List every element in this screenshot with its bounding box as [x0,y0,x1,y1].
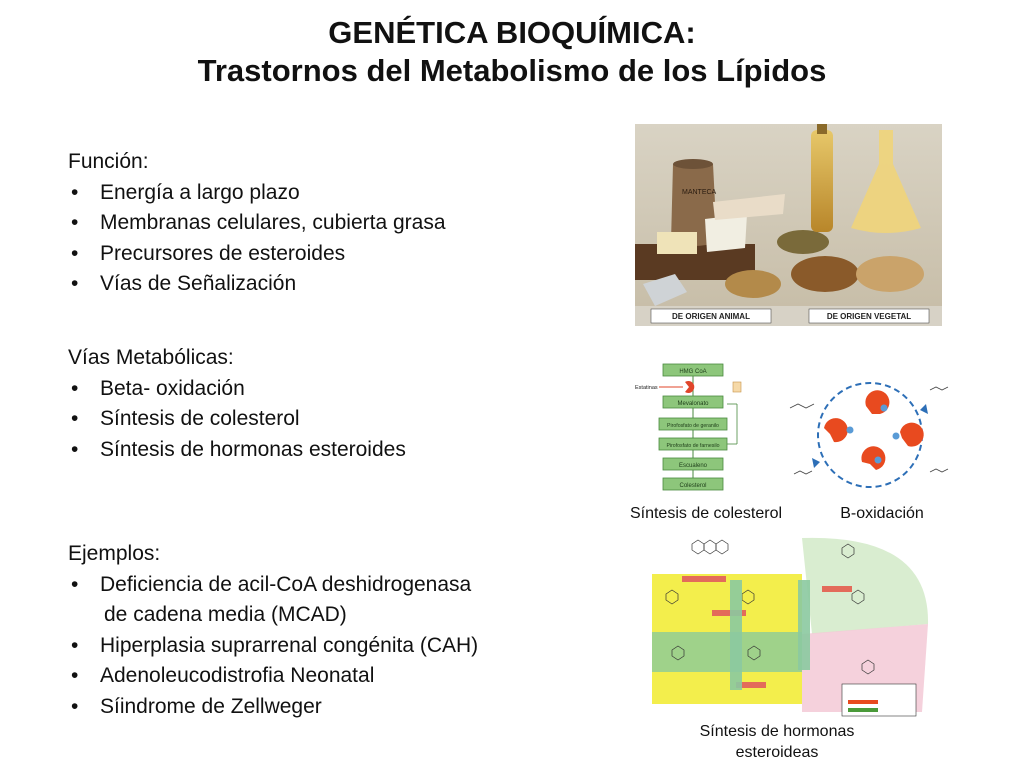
step-escualeno: Escualeno [679,463,708,469]
funcion-heading: Función: [68,150,149,173]
steroid-hormone-diagram [652,534,932,720]
animal-origin-label: DE ORIGEN ANIMAL [672,312,750,321]
slide-title: GENÉTICA BIOQUÍMICA: Trastornos del Meta… [0,14,1024,90]
slide-title-line1: GENÉTICA BIOQUÍMICA: [328,15,696,50]
step-colesterol: Colesterol [679,483,706,489]
list-item: Síntesis de hormonas esteroides [68,435,406,466]
caption-steroid-line1: Síntesis de hormonas [699,723,855,740]
ejemplos-section: Ejemplos: Deficiencia de acil-CoA deshid… [68,539,478,722]
ejemplos-list: Deficiencia de acil-CoA deshidrogenasa d… [68,570,478,723]
step-geranilo: Pirofosfato de geranilo [667,423,719,429]
statins-label: Estatinas [635,385,658,391]
list-item: Hiperplasia suprarrenal congénita (CAH) [68,631,478,662]
list-item-continuation: de cadena media (MCAD) [104,603,347,626]
caption-steroid-line2: esteroideas [735,744,819,761]
vias-section: Vías Metabólicas: Beta- oxidación Síntes… [68,343,406,465]
step-mevalonato: Mevalonato [677,401,709,407]
vias-heading: Vías Metabólicas: [68,346,234,369]
step-hmg-coa: HMG CoA [679,369,706,375]
jar-label: MANTECA [682,189,717,196]
slide-title-line2: Trastornos del Metabolismo de los Lípido… [197,53,827,88]
list-item: Membranas celulares, cubierta grasa [68,208,446,239]
caption-cholesterol: Síntesis de colesterol [629,505,783,522]
funcion-list: Energía a largo plazo Membranas celulare… [68,178,446,300]
list-item: Síindrome de Zellweger [68,692,478,723]
list-item: Vías de Señalización [68,269,446,300]
vegetable-origin-label: DE ORIGEN VEGETAL [827,312,911,321]
cholesterol-synthesis-figure: HMG CoA Estatinas Mevalonato Pirofosfato… [633,356,743,496]
lipid-foods-photo: MANTECA DE ORIGEN ANIMAL DE ORIGEN VEGET… [635,124,942,326]
funcion-section: Función: Energía a largo plazo Membranas… [68,147,446,300]
lipid-foods-illustration: MANTECA DE ORIGEN ANIMAL DE ORIGEN VEGET… [635,124,942,326]
cholesterol-pathway-diagram: HMG CoA Estatinas Mevalonato Pirofosfato… [633,356,743,496]
vias-list: Beta- oxidación Síntesis de colesterol S… [68,374,406,466]
beta-oxidation-cycle-diagram [780,370,960,500]
list-item: Deficiencia de acil-CoA deshidrogenasa [68,570,478,601]
step-farnesilo: Pirofosfato de farnesilo [666,443,719,449]
caption-steroid-hormones: Síntesis de hormonas esteroideas [672,721,882,763]
list-item: Beta- oxidación [68,374,406,405]
steroid-hormone-figure [652,534,932,720]
ejemplos-heading: Ejemplos: [68,542,161,565]
beta-oxidation-figure [780,370,960,500]
list-item: Síntesis de colesterol [68,404,406,435]
list-item: Precursores de esteroides [68,239,446,270]
list-item: Adenoleucodistrofia Neonatal [68,661,478,692]
list-item: Energía a largo plazo [68,178,446,209]
caption-beta-oxidation: B-oxidación [840,505,924,522]
